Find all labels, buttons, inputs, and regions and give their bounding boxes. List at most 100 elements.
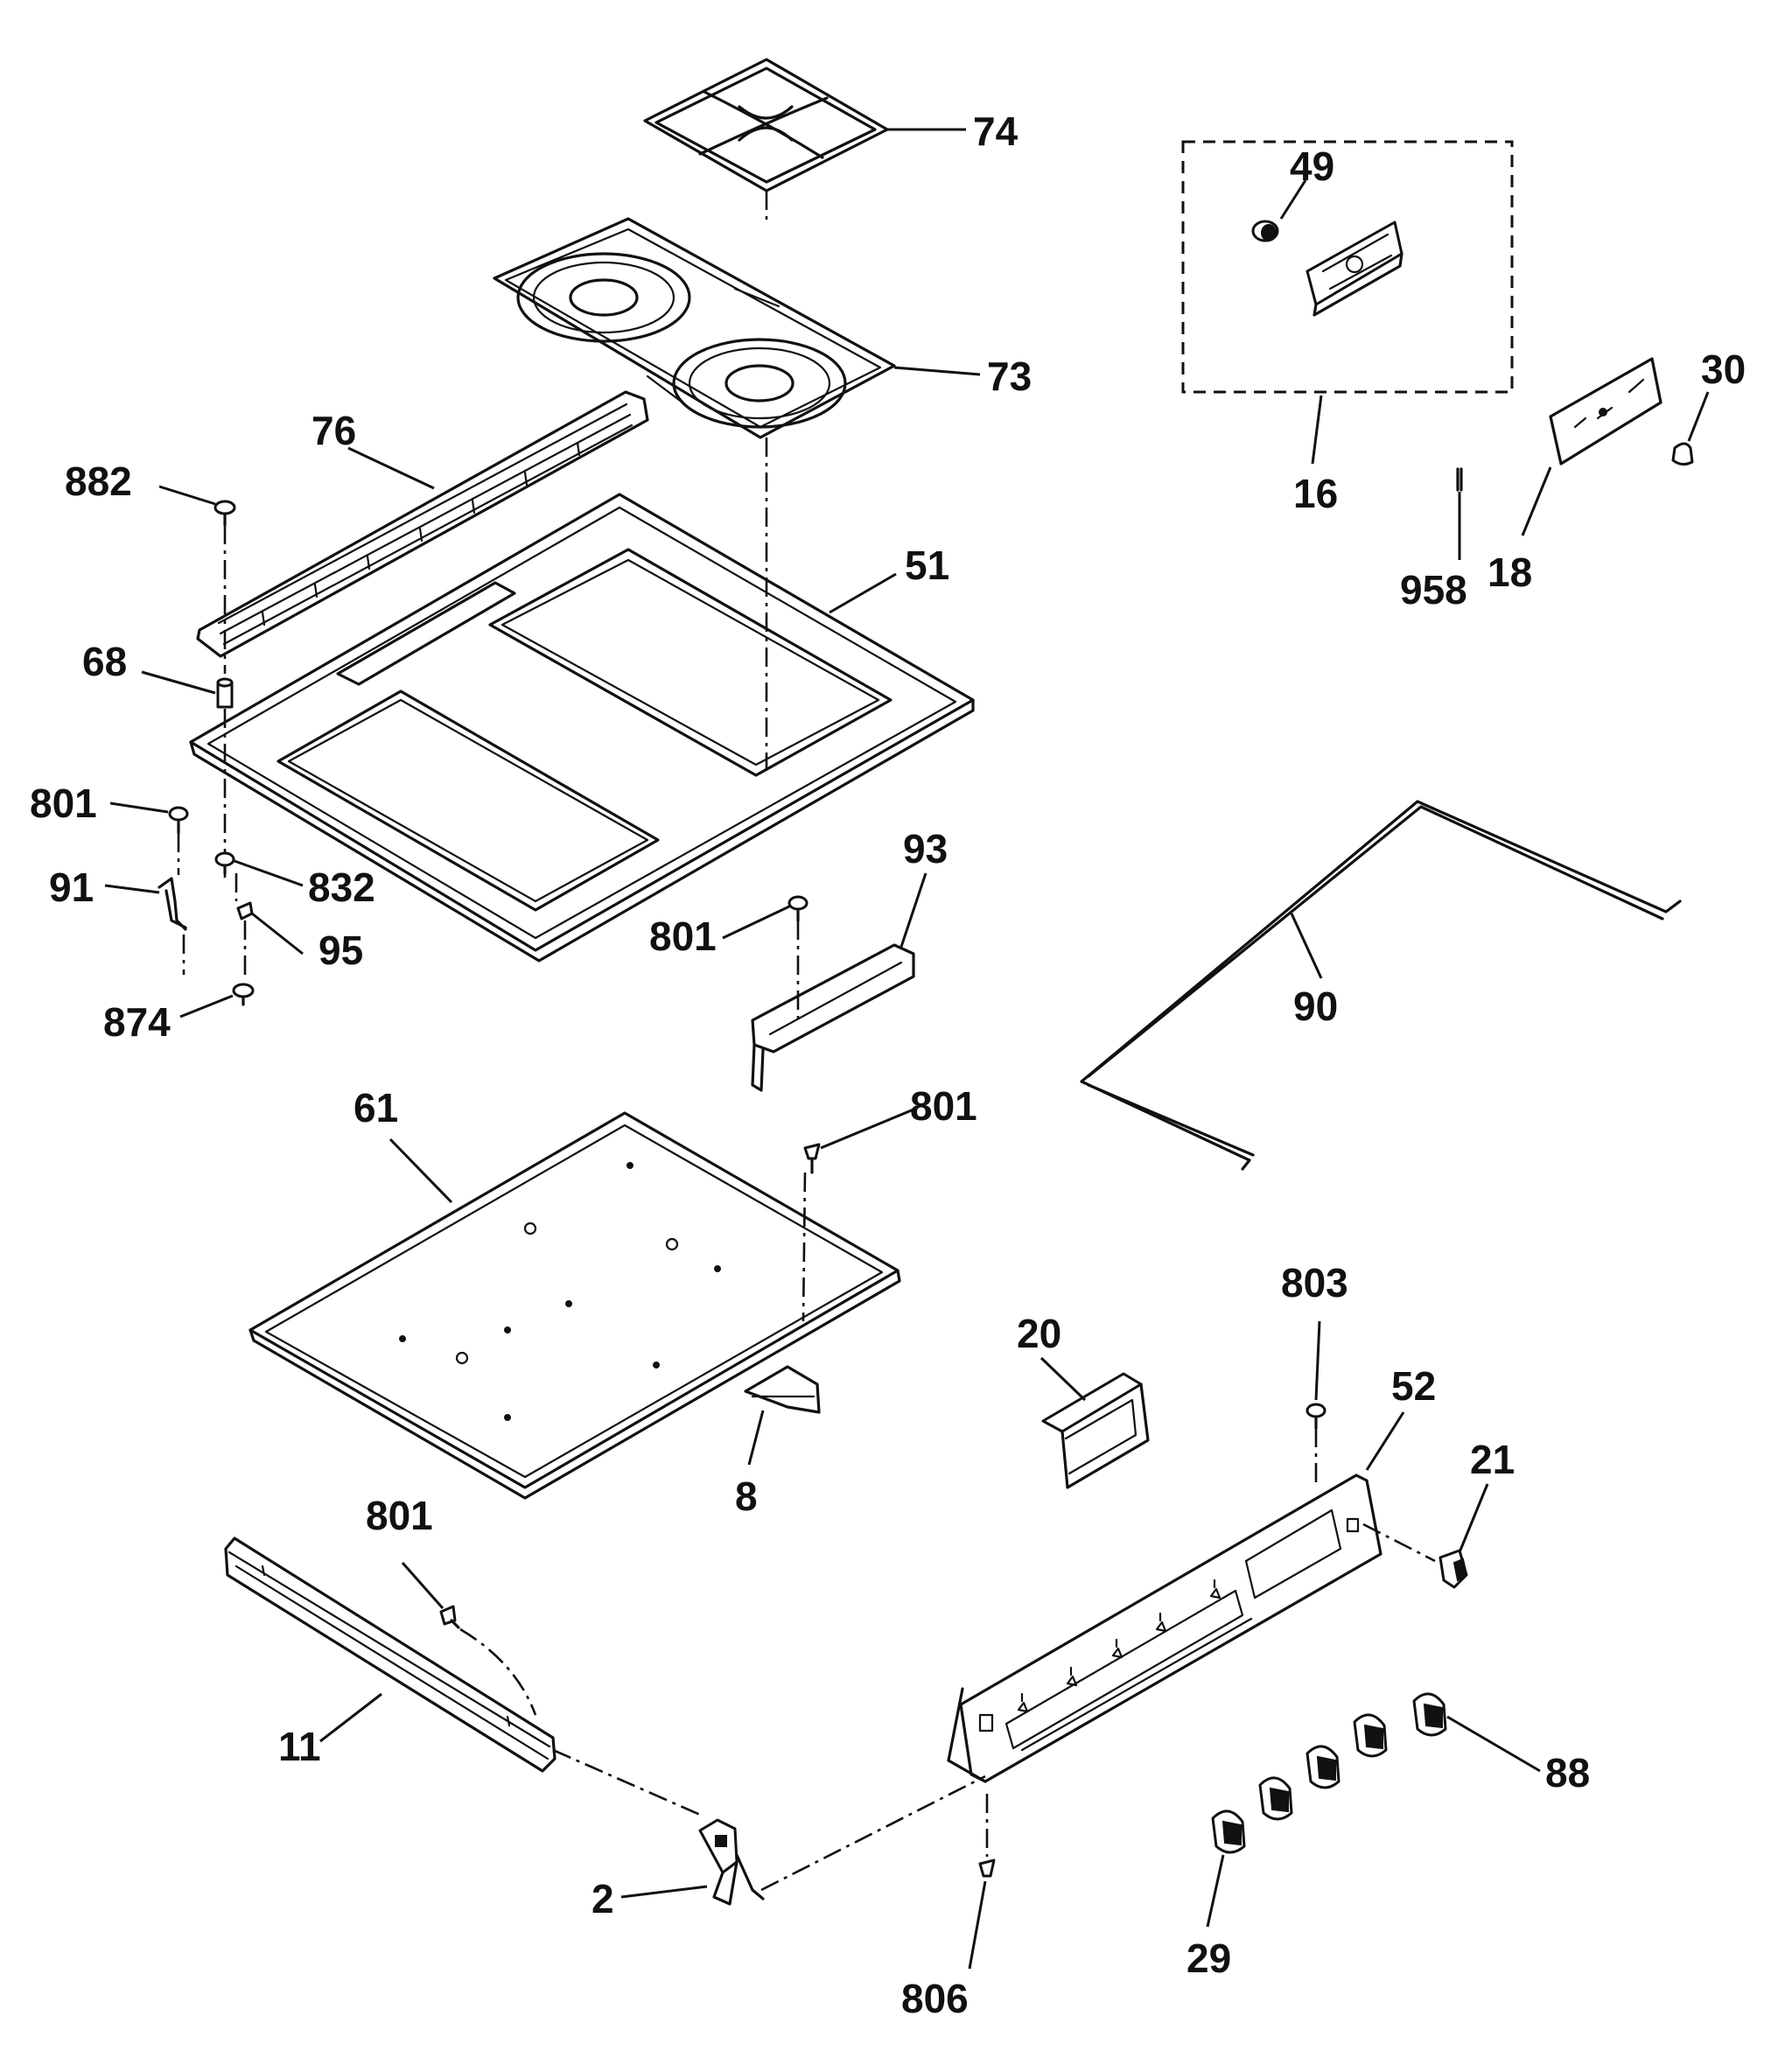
knob-2	[1258, 1776, 1293, 1821]
leader-21	[1458, 1483, 1489, 1553]
axis-801c	[802, 1172, 807, 1322]
callout-29: 29	[1186, 1936, 1231, 1981]
part-874-screw	[232, 983, 255, 1006]
part-74-grate	[643, 58, 889, 192]
part-801-screw-a	[168, 806, 189, 835]
part-29-88-knobs	[1211, 1692, 1447, 1854]
part-30-clip	[1671, 442, 1694, 466]
leader-801a	[109, 802, 169, 814]
leader-8	[747, 1410, 765, 1466]
callout-21: 21	[1470, 1437, 1515, 1482]
leader-76	[347, 446, 435, 490]
callout-958: 958	[1400, 567, 1467, 612]
part-18-glass	[1549, 357, 1662, 466]
leader-51	[829, 572, 897, 614]
part-90-wire-rod	[1080, 800, 1682, 1171]
callout-68: 68	[82, 639, 127, 684]
callout-52: 52	[1391, 1363, 1436, 1409]
part-52-control-panel	[947, 1474, 1382, 1783]
part-95-clip	[236, 901, 254, 920]
leader-801d	[401, 1562, 444, 1609]
part-49-knob	[1251, 220, 1279, 242]
leader-93	[900, 872, 928, 948]
part-20-window	[1041, 1372, 1150, 1489]
part-832-screw	[214, 851, 235, 875]
leader-11	[319, 1692, 382, 1743]
knob-1	[1211, 1810, 1246, 1854]
leader-68	[141, 670, 216, 695]
part-16-clock	[1306, 220, 1404, 317]
callout-93: 93	[903, 826, 948, 872]
leader-18	[1521, 466, 1552, 536]
leader-52	[1365, 1411, 1405, 1471]
part-2-bracket	[698, 1818, 765, 1906]
part-16-kit-box	[1181, 140, 1514, 394]
callout-801a: 801	[30, 780, 97, 826]
part-958-screw	[1456, 467, 1463, 492]
callout-91: 91	[49, 864, 94, 910]
callout-801c: 801	[910, 1083, 977, 1129]
part-73-burner-panel	[493, 217, 896, 439]
callout-labels: 74 73 49 16 30 18 958 76 882 51 68 801 8…	[30, 108, 1746, 2021]
control-icons	[1017, 1578, 1222, 1713]
leader-16	[1311, 395, 1323, 465]
callout-882: 882	[65, 458, 132, 504]
leader-2	[620, 1885, 708, 1899]
axis-801a	[177, 833, 186, 975]
callout-801b: 801	[649, 914, 717, 959]
part-8-bracket	[744, 1365, 821, 1414]
part-91-bracket	[158, 877, 187, 931]
leader-29	[1206, 1854, 1225, 1928]
part-801-screw-c	[803, 1143, 821, 1174]
callout-803: 803	[1281, 1260, 1348, 1306]
part-61-bottom-panel	[248, 1111, 901, 1500]
callout-90: 90	[1293, 984, 1338, 1029]
callout-16: 16	[1293, 471, 1338, 516]
callout-74: 74	[973, 108, 1018, 154]
axis-21	[1362, 1522, 1436, 1563]
callout-49: 49	[1290, 144, 1334, 189]
callout-832: 832	[308, 864, 375, 910]
callout-88: 88	[1545, 1750, 1590, 1796]
leader-874	[179, 994, 234, 1018]
leader-61	[388, 1138, 453, 1204]
callout-18: 18	[1488, 550, 1532, 595]
axis-832	[234, 873, 247, 980]
callout-801d: 801	[366, 1493, 433, 1538]
part-68-spacer	[216, 677, 234, 709]
leader-95	[251, 912, 304, 956]
callout-73: 73	[987, 354, 1032, 399]
part-11-trim	[224, 1536, 556, 1773]
leader-88	[1446, 1715, 1541, 1773]
leader-806	[968, 1880, 987, 1970]
leader-803	[1314, 1320, 1321, 1401]
leader-73	[893, 366, 981, 376]
leader-20	[1040, 1356, 1087, 1402]
part-76-vent-trim	[196, 390, 649, 658]
callout-95: 95	[318, 928, 363, 973]
axis-11	[552, 1748, 701, 1816]
knob-3	[1306, 1745, 1340, 1789]
part-806-screw	[978, 1858, 996, 1878]
part-801-screw-b	[788, 895, 808, 922]
leader-832	[234, 859, 304, 887]
knob-5	[1412, 1692, 1447, 1737]
callout-2: 2	[592, 1876, 614, 1922]
leader-90	[1290, 913, 1323, 979]
callout-806: 806	[901, 1976, 969, 2021]
callout-11: 11	[278, 1724, 321, 1769]
leader-882	[158, 485, 216, 506]
leader-30	[1687, 391, 1710, 442]
axis-801d	[459, 1628, 537, 1716]
callout-51: 51	[905, 542, 949, 588]
part-803-screw	[1306, 1403, 1326, 1430]
part-801-screw-d	[439, 1605, 460, 1629]
part-21-clip	[1438, 1549, 1468, 1589]
callout-874: 874	[103, 999, 171, 1045]
leader-801b	[722, 905, 790, 940]
part-51-cooktop	[189, 493, 975, 962]
axis-2	[760, 1774, 986, 1892]
leader-801c	[820, 1108, 914, 1150]
callout-61: 61	[354, 1085, 398, 1130]
